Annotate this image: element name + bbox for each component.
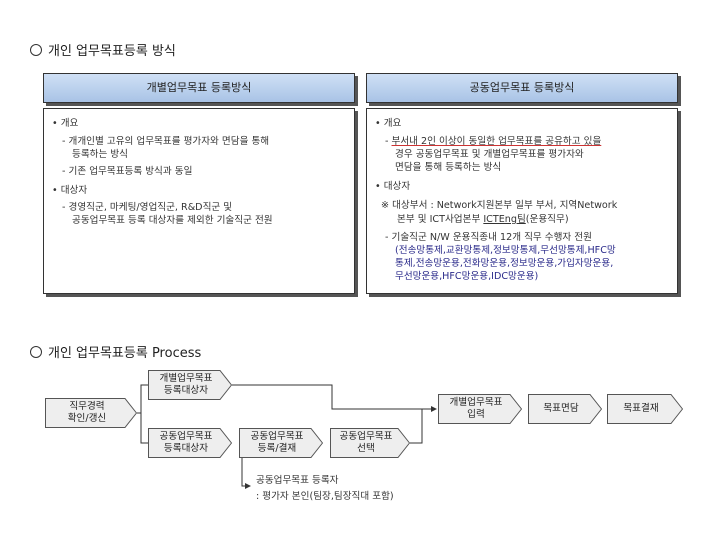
target-bullet: • 대상자 bbox=[52, 185, 88, 196]
job-list-2: 통제,전송망운용,전화망운용,정보망운용,가입자망운용, bbox=[395, 258, 614, 269]
connector-start-to-individual bbox=[137, 384, 148, 414]
target-item-1-cont: 공동업무목표 등록 대상자를 제외한 기술직군 전원 bbox=[72, 215, 273, 226]
joint-overview-item-1: - 부서내 2인 이상이 동일한 업무목표를 공유하고 있을 bbox=[385, 136, 602, 147]
circle-bullet-icon bbox=[30, 346, 42, 358]
process-step-interview: 목표면담 bbox=[528, 394, 602, 424]
section-title-registration-method: 개인 업무목표등록 방식 bbox=[30, 40, 176, 59]
footnote-evaluator: : 평가자 본인(팀장,팀장직대 포함) bbox=[256, 491, 394, 502]
target-dept-note: ※ 대상부서 : Network지원본부 일부 부서, 지역Network bbox=[381, 200, 618, 211]
individual-method-panel: • 개요 - 개개인별 고유의 업무목표를 평가자와 면담을 통해 등록하는 방… bbox=[43, 108, 355, 294]
connector-individual-to-input bbox=[232, 384, 437, 412]
process-step-approval: 목표결재 bbox=[607, 394, 683, 424]
target-bullet: • 대상자 bbox=[375, 181, 411, 192]
overview-bullet: • 개요 bbox=[52, 118, 79, 129]
joint-overview-item-1-cont2: 면담을 통해 등록하는 방식 bbox=[395, 162, 502, 173]
individual-method-header: 개별업무목표 등록방식 bbox=[43, 73, 355, 103]
joint-method-panel: • 개요 - 부서내 2인 이상이 동일한 업무목표를 공유하고 있을 경우 공… bbox=[366, 108, 678, 294]
target-item-1: - 경영직군, 마케팅/영업직군, R&D직군 및 bbox=[62, 202, 233, 213]
joint-overview-item-1-cont: 경우 공동업무목표 및 개별업무목표를 평가자와 bbox=[395, 149, 584, 160]
connector-select-to-input bbox=[410, 409, 423, 444]
connector-start-to-joint bbox=[140, 413, 148, 444]
joint-method-header: 공동업무목표 등록방식 bbox=[366, 73, 678, 103]
overview-item-1-cont: 등록하는 방식 bbox=[72, 149, 129, 160]
tech-job-line: - 기술직군 N/W 운용직종내 12개 직무 수행자 전원 bbox=[385, 232, 592, 243]
section-title-process: 개인 업무목표등록 Process bbox=[30, 342, 201, 361]
target-dept-note-cont: 본부 및 ICT사업본부 ICTEng팀(운용직무) bbox=[397, 214, 569, 225]
overview-bullet: • 개요 bbox=[375, 118, 402, 129]
overview-item-1: - 개개인별 고유의 업무목표를 평가자와 면담을 통해 bbox=[62, 136, 270, 147]
circle-bullet-icon bbox=[30, 44, 42, 56]
connector-register-to-footnote bbox=[241, 458, 251, 489]
footnote-registrant: 공동업무목표 등록자 bbox=[256, 475, 339, 486]
overview-item-2: - 기존 업무목표등록 방식과 동일 bbox=[62, 166, 193, 177]
job-list-3: 무선망운용,HFC망운용,IDC망운용) bbox=[395, 271, 539, 282]
job-list-1: (전송망통제,교환망통제,정보망통제,무선망통제,HFC망 bbox=[395, 245, 616, 256]
